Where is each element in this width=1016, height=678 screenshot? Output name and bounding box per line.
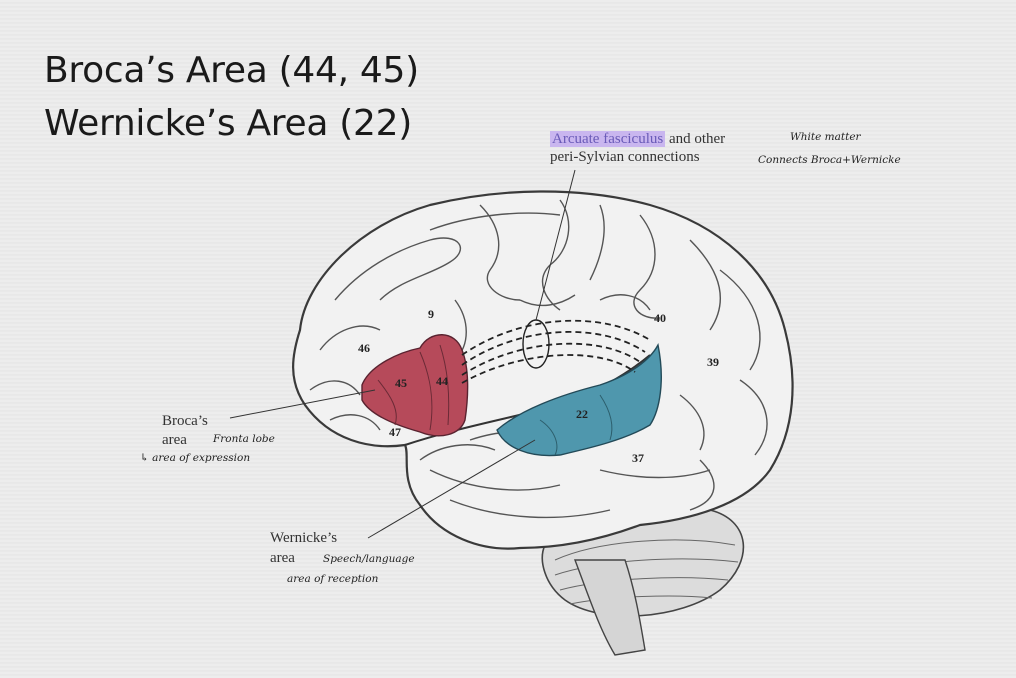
arcuate-leader-line: [535, 169, 576, 321]
cerebellum-folia: [554, 539, 739, 605]
area-number-46: 46: [358, 341, 370, 355]
wernicke-note-speech: Speech/language: [323, 553, 415, 565]
area-number-44: 44: [436, 374, 448, 388]
wernicke-note-reception: area of reception: [287, 573, 379, 585]
wernicke-leader-line: [367, 439, 536, 539]
area-number-45: 45: [395, 376, 407, 390]
broca-leader-line: [229, 389, 376, 419]
area-number-39: 39: [707, 355, 719, 369]
area-number-37: 37: [632, 451, 644, 465]
title-line-broca: Broca’s Area (44, 45): [44, 50, 419, 91]
area-number-47: 47: [389, 425, 401, 439]
broca-note-frontal-lobe: Fronta lobe: [213, 433, 275, 445]
wernicke-label: Wernicke’s area: [270, 528, 337, 568]
area-number-9: 9: [428, 307, 434, 321]
arcuate-label: Arcuate fasciculus and other peri-Sylvia…: [550, 130, 725, 166]
broca-area-region: [361, 334, 469, 437]
brain-stem: [573, 559, 646, 656]
wernicke-label-line2: area: [270, 550, 295, 566]
wernicke-label-line1: Wernicke’s: [270, 530, 338, 546]
broca-label-line1: Broca’s: [162, 413, 208, 429]
cerebrum-outline: [292, 190, 794, 550]
arcuate-label-rest: and other: [665, 131, 726, 147]
broca-label-line2: area: [162, 432, 187, 448]
broca-note-expression: ↳ area of expression: [140, 452, 251, 464]
note-connects: Connects Broca+Wernicke: [758, 154, 901, 166]
note-white-matter: White matter: [790, 131, 861, 143]
broca-label: Broca’s area: [162, 412, 208, 450]
arcuate-label-highlight: Arcuate fasciculus: [550, 131, 666, 147]
area-number-22: 22: [576, 407, 588, 421]
area-number-40: 40: [654, 311, 666, 325]
wernicke-area-region: [496, 342, 662, 457]
arcuate-fasciculus: [461, 319, 651, 384]
arcuate-label-line2: peri-Sylvian connections: [550, 149, 700, 165]
title-line-wernicke: Wernicke’s Area (22): [44, 103, 412, 144]
